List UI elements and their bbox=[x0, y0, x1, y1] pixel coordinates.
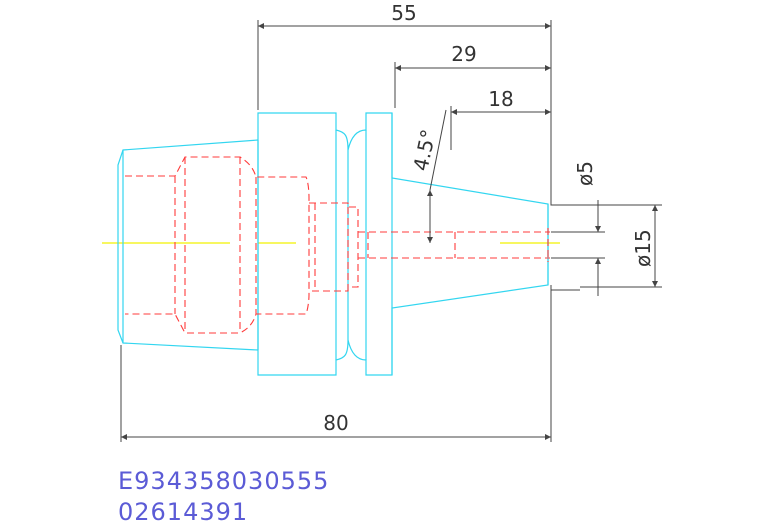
part-codes: E934358030555 02614391 bbox=[118, 466, 329, 528]
dim-18-label: 18 bbox=[488, 87, 513, 111]
hidden-lines bbox=[125, 156, 550, 334]
dim-dia15-label: ø15 bbox=[631, 229, 655, 267]
dim-55-label: 55 bbox=[391, 1, 416, 25]
dimension-lines bbox=[120, 20, 662, 442]
dim-angle-label: 4.5° bbox=[408, 127, 440, 173]
dim-29-label: 29 bbox=[451, 42, 476, 66]
code-line-1: E934358030555 bbox=[118, 467, 330, 495]
holder-outline bbox=[117, 112, 549, 376]
dim-80-label: 80 bbox=[323, 411, 348, 435]
code-line-2: 02614391 bbox=[118, 498, 249, 526]
dim-dia5-label: ø5 bbox=[573, 161, 597, 186]
